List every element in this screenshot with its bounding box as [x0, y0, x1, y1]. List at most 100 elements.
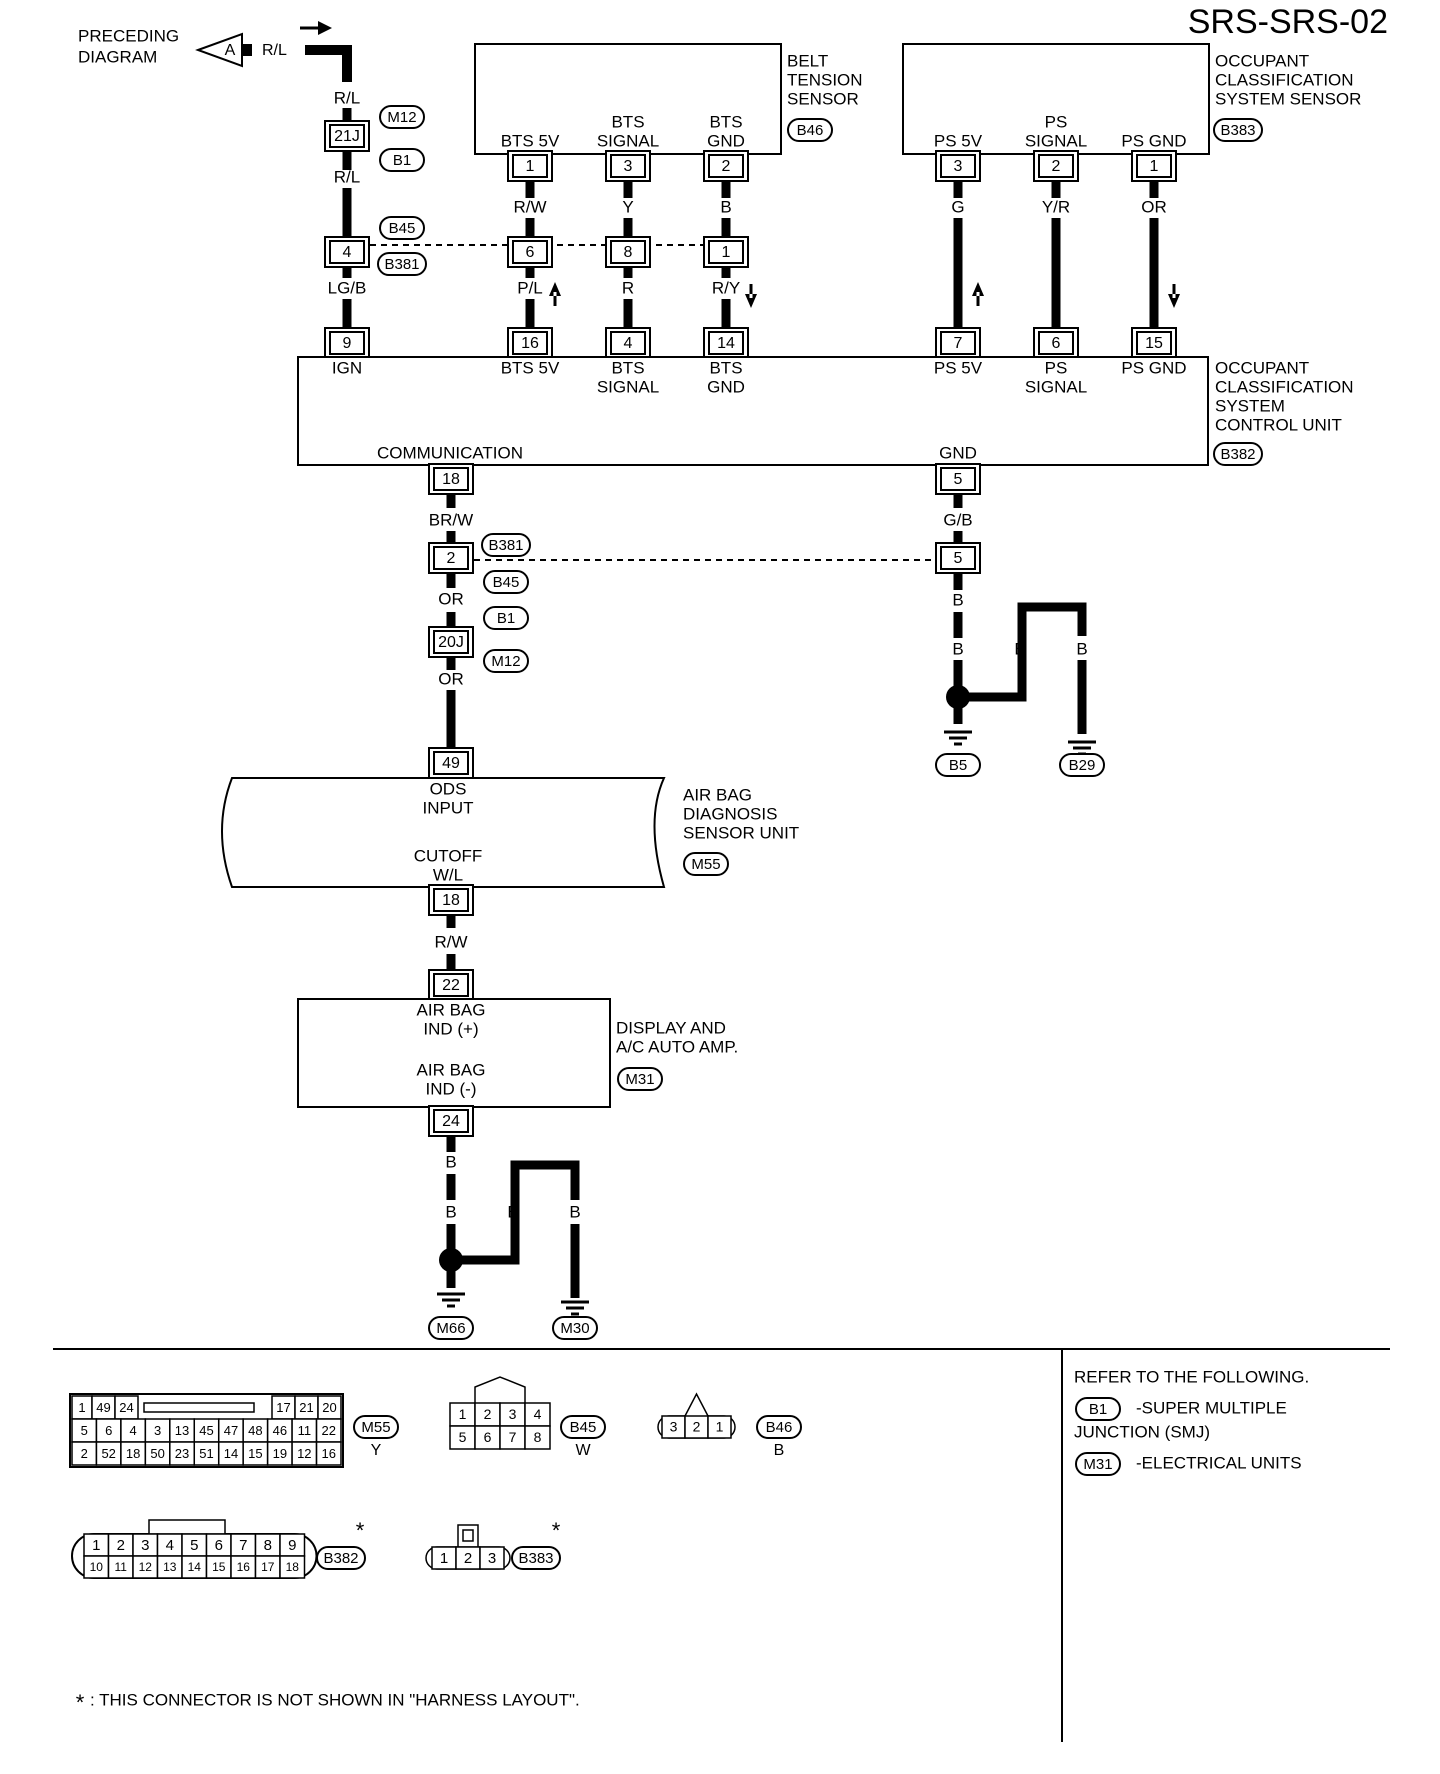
bts-sensor-name: SENSOR: [787, 89, 859, 108]
m55-pin-label: 23: [175, 1446, 189, 1461]
terminal-ocs-top-6: [1136, 331, 1172, 355]
terminal-ocs-sensor-0-label: 3: [954, 158, 963, 175]
terminal-49: [433, 751, 469, 775]
conn-pill-b45-label: B45: [493, 574, 520, 591]
wire-label: R/W: [513, 197, 546, 216]
m55-pin-label: 16: [322, 1446, 336, 1461]
conn-pill-b382-label: B382: [1220, 446, 1255, 463]
ground-pill-m66-label: M66: [436, 1320, 465, 1337]
terminal-ocs-top-5-label: 6: [1052, 335, 1061, 352]
conn-color-label: Y: [371, 1442, 382, 1459]
wire-label: R/L: [334, 167, 360, 186]
airbag-unit-name: SENSOR UNIT: [683, 823, 799, 842]
preceding-tag-icon: [195, 32, 243, 68]
terminal-ocs-top-1-label: 16: [521, 335, 539, 352]
m55-pin-label: 46: [273, 1423, 287, 1438]
refer-pill-b1-label: B1: [1089, 1401, 1107, 1418]
terminal-joint-4-label: 4: [343, 244, 352, 261]
terminal-joint-1: [610, 240, 646, 264]
ocs-unit-pin-label: PS GND: [1121, 358, 1186, 377]
display-amp-name: DISPLAY AND: [616, 1018, 726, 1037]
terminal-21j-label: 21J: [334, 128, 360, 145]
b382-pin-label: 15: [212, 1560, 226, 1574]
terminal-ocs-sensor-1: [1038, 154, 1074, 178]
wire-rl-top: [305, 45, 352, 82]
wire-label: B: [507, 1202, 518, 1221]
conn-pill-m12-label: M12: [387, 109, 416, 126]
terminal-joint-5-label: 5: [954, 550, 963, 567]
conn-pill-b45-label: B45: [389, 220, 416, 237]
terminal-joint-1-label: 8: [624, 244, 633, 261]
m55-pin-label: 18: [126, 1446, 140, 1461]
conn-pill-b381-label: B381: [384, 256, 419, 273]
terminal-ocs-top-4: [940, 331, 976, 355]
terminal-ocs-sensor-2-label: 1: [1150, 158, 1159, 175]
b382-pin-label: 7: [239, 1537, 247, 1554]
display-amp-in-label: IND (+): [423, 1019, 478, 1038]
ocs-unit-pin-label: SIGNAL: [597, 377, 659, 396]
b382-pin-label: 16: [237, 1560, 251, 1574]
b46-pin-label: 1: [716, 1419, 724, 1435]
b382-pin-label: 13: [163, 1560, 177, 1574]
conn-pill-b383-label: B383: [1220, 122, 1255, 139]
ocs-unit-name: OCCUPANT: [1215, 358, 1309, 377]
m55-pin-label: 17: [276, 1400, 290, 1415]
m55-pin-label: 15: [248, 1446, 262, 1461]
m55-pin-label: 49: [96, 1400, 110, 1415]
conn-pill-m12: [483, 649, 529, 673]
conn-pill-b1: [379, 148, 425, 172]
terminal-joint-0-label: 6: [526, 244, 535, 261]
ocs-sensor-name: CLASSIFICATION: [1215, 70, 1354, 89]
preceding-label: DIAGRAM: [78, 47, 157, 66]
preceding-label: PRECEDING: [78, 26, 179, 45]
ground-pill-b5: [935, 753, 981, 777]
b46-pin: [707, 1415, 732, 1439]
m55-pin-label: 51: [199, 1446, 213, 1461]
m55-pin-label: 19: [273, 1446, 287, 1461]
terminal-joint-2-label: 2: [447, 550, 456, 567]
ocs-unit-pin-label: GND: [707, 377, 745, 396]
terminal-gnd-5-label: 5: [954, 471, 963, 488]
ground-wire-loop: [451, 1160, 580, 1265]
conn-view-pill-b46-label: B46: [766, 1419, 793, 1436]
b382-pin-label: 17: [261, 1560, 275, 1574]
m55-pin-label: 2: [81, 1446, 88, 1461]
wire-label: B: [720, 197, 731, 216]
conn-view-pill-b45: [560, 1415, 606, 1439]
airbag-unit-name: AIR BAG: [683, 785, 752, 804]
b45-pin-label: 7: [509, 1429, 517, 1445]
ocs-unit-name: CLASSIFICATION: [1215, 377, 1354, 396]
wire-label: B: [445, 1152, 456, 1171]
splice-point: [439, 1248, 463, 1272]
wire-label: B: [952, 639, 963, 658]
conn-pill-b1-label: B1: [497, 610, 515, 627]
conn-pill-b1-label: B1: [393, 152, 411, 169]
conn-pill-b1: [483, 606, 529, 630]
terminal-bts-0-label: 1: [526, 158, 535, 175]
m55-pin-label: 22: [322, 1423, 336, 1438]
airbag-input-label: INPUT: [423, 798, 474, 817]
b45-pin-label: 4: [534, 1406, 542, 1422]
refer-heading: REFER TO THE FOLLOWING.: [1074, 1367, 1309, 1386]
conn-pill-m12-label: M12: [491, 653, 520, 670]
terminal-joint-2: [708, 240, 744, 264]
terminal-ocs-top-6-label: 15: [1145, 335, 1163, 352]
current-up-arrow-icon: [972, 282, 984, 306]
display-amp-out-label: IND (-): [426, 1079, 477, 1098]
conn-pill-b381-label: B381: [488, 537, 523, 554]
m55-pin-label: 45: [199, 1423, 213, 1438]
ocs-unit-pin-label: IGN: [332, 358, 362, 377]
terminal-bts-2: [708, 154, 744, 178]
conn-view-pill-b46: [756, 1415, 802, 1439]
refer-pill-m31: [1075, 1452, 1121, 1476]
bts-pin-label: BTS: [611, 112, 644, 131]
b382-pin: [279, 1555, 306, 1579]
preceding-stub: [243, 44, 252, 56]
airbag-input-label: ODS: [430, 779, 467, 798]
b45-pin-label: 5: [459, 1429, 467, 1445]
b382-pin-label: 6: [215, 1537, 223, 1554]
b382-pin-label: 18: [286, 1560, 300, 1574]
wire-label: B: [1014, 639, 1025, 658]
conn-pill-b383: [1213, 118, 1263, 142]
ocs-sensor-box: [902, 43, 1210, 155]
